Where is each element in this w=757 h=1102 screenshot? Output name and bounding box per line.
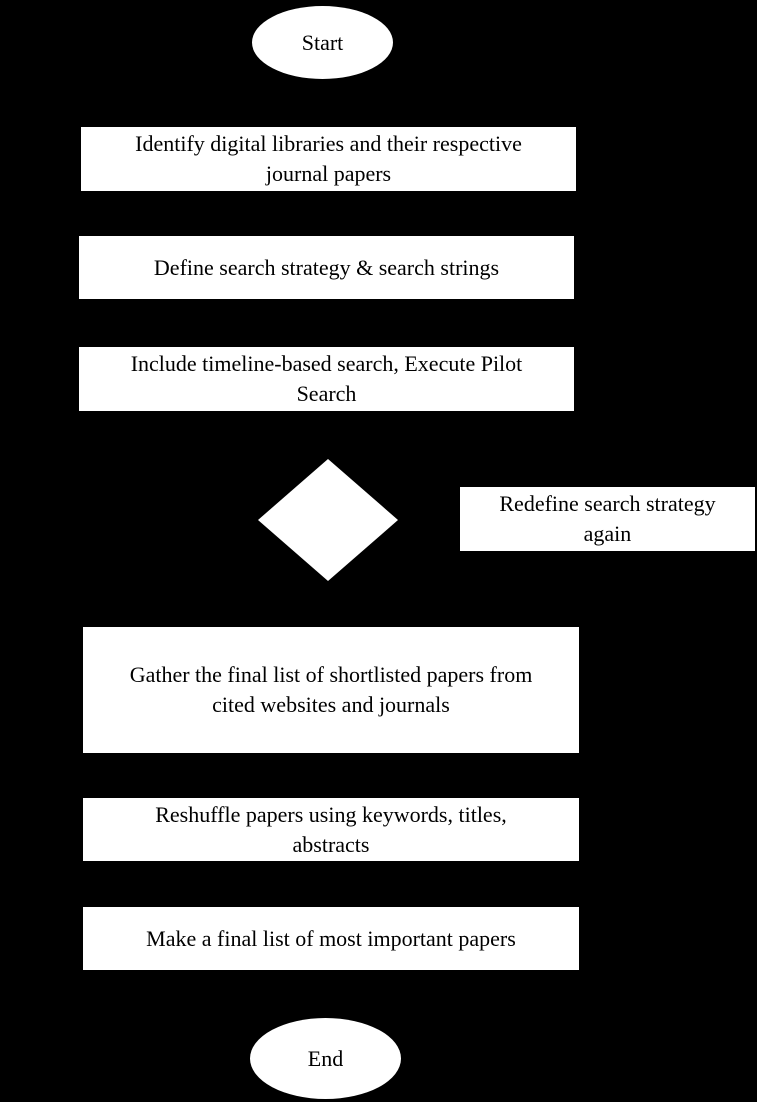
step-pilot-search-label: Include timeline-based search, Execute P… — [130, 351, 523, 406]
step-pilot-search: Include timeline-based search, Execute P… — [79, 347, 574, 411]
step-gather-papers: Gather the final list of shortlisted pap… — [83, 627, 579, 753]
decision-diamond — [258, 459, 398, 581]
step-final-list-label: Make a final list of most important pape… — [146, 925, 516, 951]
start-oval: Start — [252, 6, 393, 79]
step-identify-libraries: Identify digital libraries and their res… — [81, 127, 576, 191]
step-define-strategy: Define search strategy & search strings — [79, 236, 574, 299]
redefine-strategy-box: Redefine search strategy again — [460, 487, 755, 551]
step-final-list: Make a final list of most important pape… — [83, 907, 579, 970]
decision-diamond-shape — [258, 459, 398, 581]
end-oval: End — [250, 1018, 401, 1099]
step-define-strategy-label: Define search strategy & search strings — [153, 254, 500, 280]
end-label: End — [307, 1045, 344, 1071]
step-identify-libraries-label: Identify digital libraries and their res… — [135, 131, 522, 186]
start-label: Start — [301, 29, 344, 55]
step-reshuffle-papers-label: Reshuffle papers using keywords, titles,… — [155, 801, 507, 857]
step-gather-papers-label: Gather the final list of shortlisted pap… — [129, 662, 533, 717]
step-reshuffle-papers: Reshuffle papers using keywords, titles,… — [83, 798, 579, 861]
redefine-strategy-label: Redefine search strategy again — [499, 491, 716, 546]
